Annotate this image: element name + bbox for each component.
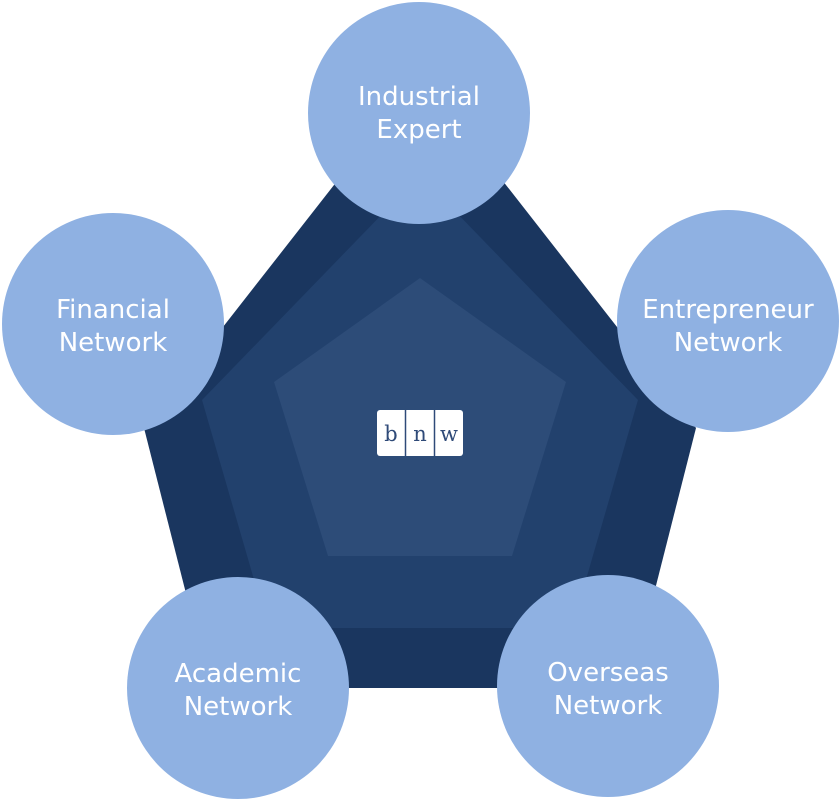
node-circle: [617, 210, 839, 432]
node-label-line1: Academic: [175, 659, 302, 689]
node-label-line2: Expert: [376, 115, 461, 145]
node-label-line2: Network: [59, 328, 168, 358]
node-label-line2: Network: [674, 328, 783, 358]
node-circle: [308, 2, 530, 224]
logo-letter-b: b: [384, 422, 397, 446]
node-label-line2: Network: [184, 692, 293, 722]
node-industrial-expert: Industrial Expert: [308, 2, 530, 224]
node-label-line1: Industrial: [358, 82, 480, 112]
bnw-logo: b n w: [377, 410, 463, 456]
node-circle: [127, 577, 349, 799]
node-circle: [2, 213, 224, 435]
node-entrepreneur-network: Entrepreneur Network: [617, 210, 839, 432]
logo-letter-w: w: [440, 422, 458, 446]
node-label-line1: Financial: [56, 295, 170, 325]
node-financial-network: Financial Network: [2, 213, 224, 435]
logo-background: [377, 410, 463, 456]
node-label-line1: Overseas: [547, 658, 669, 688]
node-academic-network: Academic Network: [127, 577, 349, 799]
node-label-line2: Network: [554, 691, 663, 721]
node-label-line1: Entrepreneur: [642, 295, 814, 325]
logo-letter-n: n: [413, 422, 427, 446]
node-circle: [497, 575, 719, 797]
node-overseas-network: Overseas Network: [497, 575, 719, 797]
